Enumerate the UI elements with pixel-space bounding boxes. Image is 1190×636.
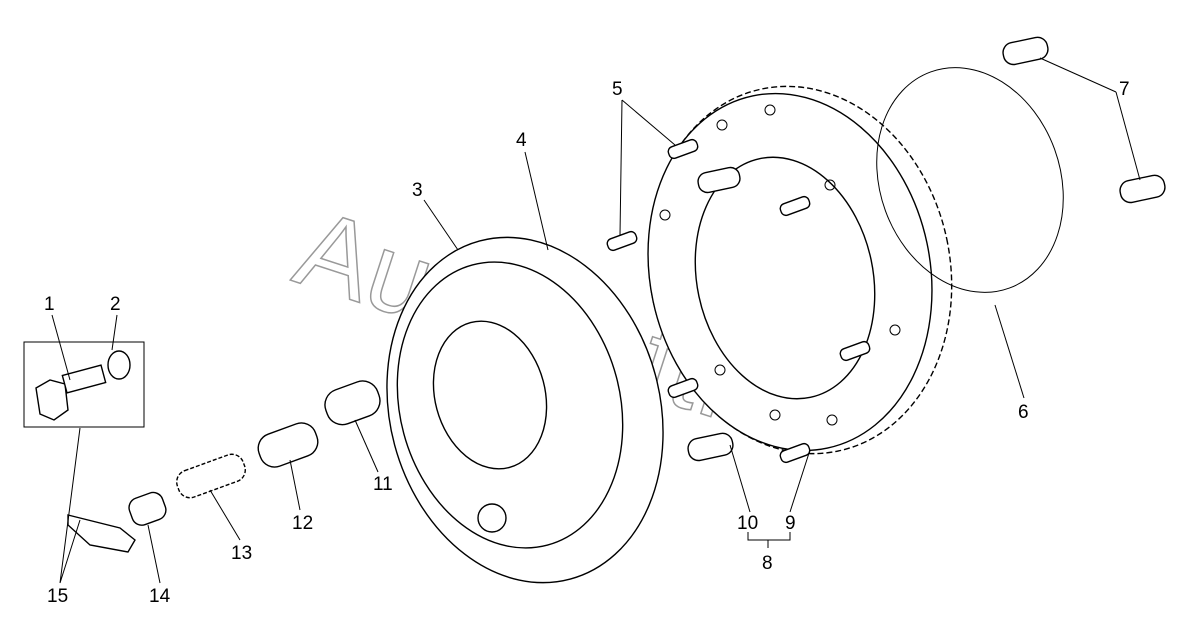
callout-8: 8 bbox=[762, 553, 773, 574]
callout-1: 1 bbox=[44, 294, 55, 315]
callout-15: 15 bbox=[47, 586, 68, 607]
callout-3: 3 bbox=[412, 180, 423, 201]
housing bbox=[386, 236, 664, 584]
callout-4: 4 bbox=[516, 130, 527, 151]
callout-6: 6 bbox=[1018, 402, 1029, 423]
callout-13: 13 bbox=[231, 543, 252, 564]
springs bbox=[606, 138, 871, 464]
callout-10: 10 bbox=[737, 513, 758, 534]
snap-ring bbox=[876, 67, 1064, 293]
callout-7: 7 bbox=[1119, 79, 1130, 100]
leader-lines bbox=[51, 57, 1141, 584]
pins bbox=[687, 36, 1166, 462]
callout-9: 9 bbox=[785, 513, 796, 534]
callout-12: 12 bbox=[292, 513, 313, 534]
callout-11: 11 bbox=[373, 474, 393, 495]
small-parts bbox=[23, 341, 381, 553]
callout-14: 14 bbox=[149, 586, 171, 607]
callout-5: 5 bbox=[612, 79, 623, 100]
callout-2: 2 bbox=[110, 294, 121, 315]
